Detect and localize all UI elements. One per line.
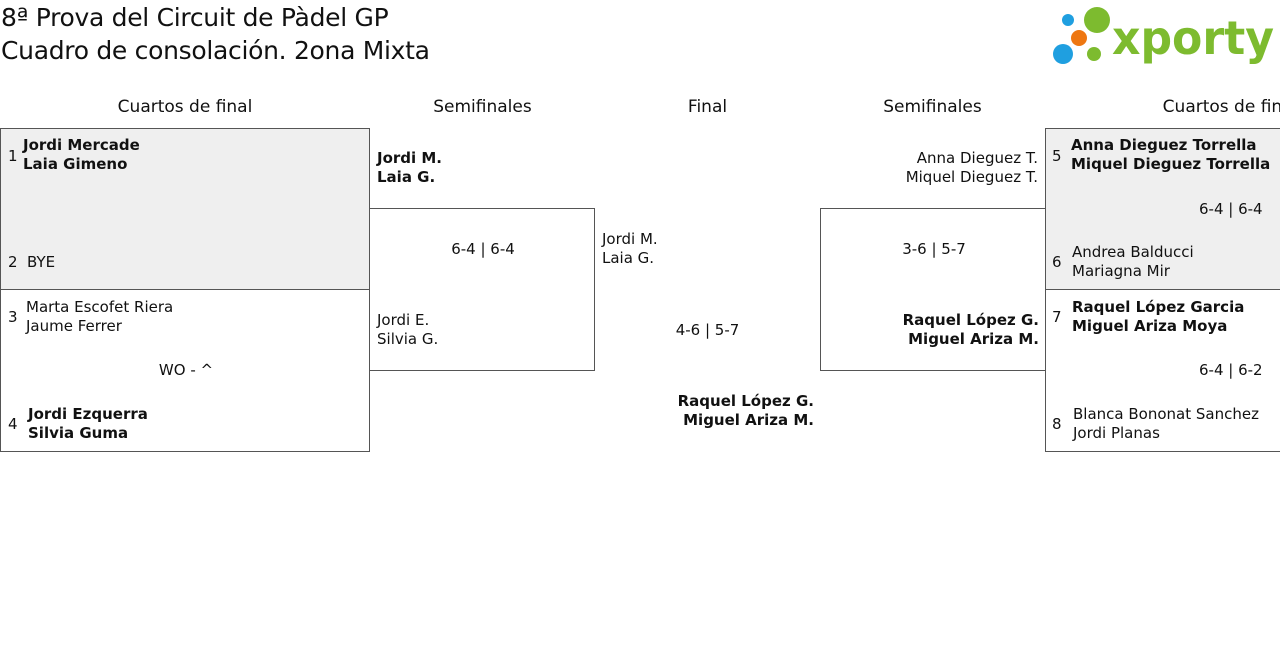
- match-score: 6-4 | 6-4: [1199, 200, 1263, 218]
- seed-number: 8: [1052, 415, 1062, 433]
- page-title: 8ª Prova del Circuit de Pàdel GP: [1, 3, 389, 32]
- team-player: Raquel López Garcia: [1072, 298, 1245, 316]
- team-player: Anna Dieguez Torrella: [1071, 136, 1257, 154]
- match-left-quarter-1[interactable]: 1 Jordi Mercade Laia Gimeno 2 BYE: [0, 128, 370, 290]
- page-subtitle: Cuadro de consolación. 2ona Mixta: [1, 36, 430, 65]
- team-player: Jordi Mercade: [23, 136, 140, 154]
- round-heading-left-semis: Semifinales: [433, 97, 532, 117]
- team-player: Miguel Ariza M.: [908, 330, 1039, 348]
- left-semi-top-player: Jordi M.: [377, 149, 443, 167]
- match-right-quarter-2[interactable]: 7 Raquel López Garcia Miguel Ariza Moya …: [1045, 289, 1280, 452]
- round-heading-left-quarters: Cuartos de final: [117, 97, 253, 117]
- right-semi-top-player: Miquel Dieguez T.: [905, 168, 1038, 186]
- team-player: Silvia Guma: [28, 424, 129, 442]
- logo-dot-blue-large: [1053, 44, 1073, 64]
- logo-dot-green-small: [1087, 47, 1101, 61]
- seed-number: 6: [1052, 253, 1062, 271]
- match-left-quarter-2[interactable]: 3 Marta Escofet Riera Jaume Ferrer WO - …: [0, 289, 370, 452]
- final-top-player: Jordi M.: [602, 230, 658, 248]
- logo-text: xporty: [1112, 11, 1274, 65]
- team-player: Blanca Bononat Sanchez: [1073, 405, 1259, 423]
- final-top-player: Laia G.: [602, 249, 655, 267]
- match-score: WO - ^: [158, 361, 214, 379]
- team-player-bye: BYE: [27, 253, 56, 271]
- seed-number: 7: [1052, 308, 1062, 326]
- seed-number: 5: [1052, 147, 1062, 165]
- team-player: Jordi Planas: [1073, 424, 1160, 442]
- team-player: Miguel Ariza Moya: [1072, 317, 1228, 335]
- seed-number: 4: [8, 415, 18, 433]
- team-player: Andrea Balducci: [1072, 243, 1194, 261]
- match-score: 6-4 | 6-4: [451, 240, 515, 258]
- seed-number: 2: [8, 253, 18, 271]
- match-right-semifinal[interactable]: 3-6 | 5-7 Raquel López G. Miguel Ariza M…: [820, 208, 1046, 371]
- round-heading-right-semis: Semifinales: [883, 97, 982, 117]
- final-score: 4-6 | 5-7: [675, 321, 740, 339]
- team-player: Laia Gimeno: [23, 155, 128, 173]
- logo-dot-orange: [1071, 30, 1087, 46]
- match-score: 6-4 | 6-2: [1199, 361, 1263, 379]
- left-semi-top-player: Laia G.: [377, 168, 436, 186]
- round-heading-right-quarters: Cuartos de final: [1162, 97, 1280, 117]
- team-player: Raquel López G.: [902, 311, 1039, 329]
- team-player: Silvia G.: [377, 330, 439, 348]
- logo-dot-green-large: [1084, 7, 1110, 33]
- match-right-quarter-1[interactable]: 5 Anna Dieguez Torrella Miquel Dieguez T…: [1045, 128, 1280, 290]
- seed-number: 1: [8, 147, 18, 165]
- xporty-logo[interactable]: xporty: [1050, 4, 1278, 68]
- right-semi-top-player: Anna Dieguez T.: [916, 149, 1038, 167]
- round-heading-final: Final: [687, 97, 728, 117]
- seed-number: 3: [8, 308, 18, 326]
- team-player: Jordi Ezquerra: [28, 405, 148, 423]
- logo-dot-blue-small: [1062, 14, 1074, 26]
- team-player: Marta Escofet Riera: [26, 298, 174, 316]
- match-score: 3-6 | 5-7: [902, 240, 966, 258]
- team-player: Miquel Dieguez Torrella: [1071, 155, 1271, 173]
- final-bottom-player: Raquel López G.: [677, 392, 814, 410]
- match-left-semifinal[interactable]: 6-4 | 6-4 Jordi E. Silvia G.: [369, 208, 595, 371]
- team-player: Mariagna Mir: [1072, 262, 1170, 280]
- team-player: Jordi E.: [377, 311, 430, 329]
- team-player: Jaume Ferrer: [26, 317, 122, 335]
- final-bottom-player: Miguel Ariza M.: [683, 411, 814, 429]
